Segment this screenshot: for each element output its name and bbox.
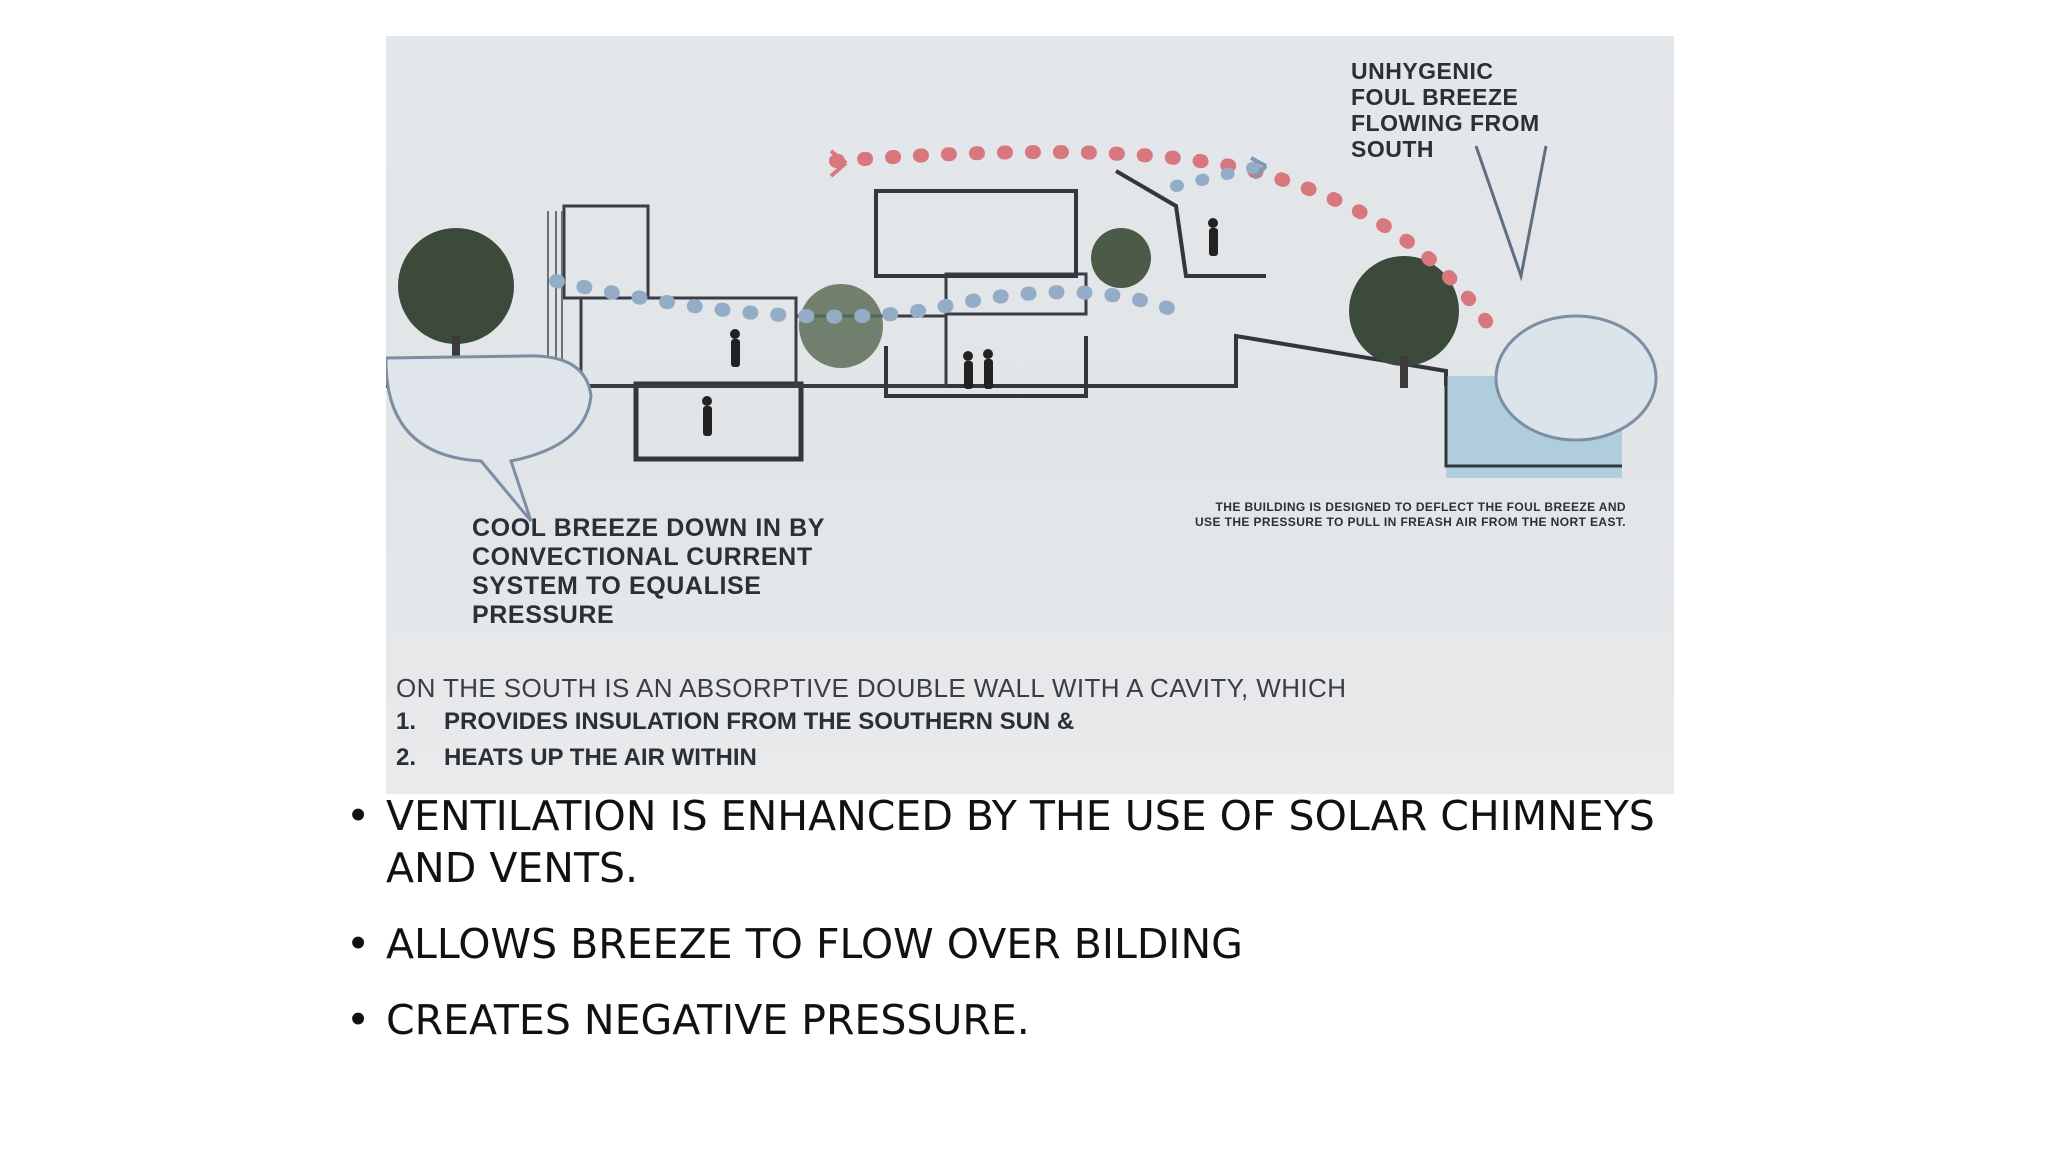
foul-breeze-label: UNHYGENIC FOUL BREEZE FLOWING FROM SOUTH [1351, 58, 1540, 162]
upper-floor [874, 189, 1078, 278]
caption-list-number: 2. [396, 744, 417, 771]
caption-list-text: HEATS UP THE AIR WITHIN [444, 744, 757, 771]
foul-breeze-path [829, 145, 1503, 343]
tree-left [398, 228, 514, 344]
caption-list-item-2: 2. HEATS UP THE AIR WITHIN [396, 744, 757, 772]
bullet-item: VENTILATION IS ENHANCED BY THE USE OF SO… [346, 790, 1686, 894]
roof-vent [1114, 169, 1266, 278]
people-figures [702, 218, 1218, 436]
cool-breeze-callout [386, 354, 593, 522]
fresh-air-path [1170, 160, 1267, 192]
slide-bullet-list: VENTILATION IS ENHANCED BY THE USE OF SO… [346, 790, 1686, 1070]
sunken-hall [884, 336, 1088, 398]
bullet-item: ALLOWS BREEZE TO FLOW OVER BILDING [346, 918, 1686, 970]
foul-breeze-arrow [829, 149, 848, 178]
tree-roof [1091, 228, 1151, 288]
caption-list-text: PROVIDES INSULATION FROM THE SOUTHERN SU… [444, 708, 1075, 735]
cool-breeze-label: COOL BREEZE DOWN IN BY CONVECTIONAL CURR… [472, 514, 826, 629]
lower-block [579, 296, 798, 388]
tree-right [1349, 256, 1459, 366]
south-wall-caption: ON THE SOUTH IS AN ABSORPTIVE DOUBLE WAL… [396, 673, 1347, 703]
caption-list-number: 1. [396, 708, 417, 735]
caption-list-item-1: 1. PROVIDES INSULATION FROM THE SOUTHERN … [396, 708, 1074, 736]
tree-middle [799, 284, 883, 368]
foul-breeze-pointer [1474, 145, 1548, 282]
water-edge [1444, 371, 1622, 468]
basement-room [633, 381, 804, 462]
deflect-note-label: THE BUILDING IS DESIGNED TO DEFLECT THE … [1194, 500, 1626, 529]
bullet-item: CREATES NEGATIVE PRESSURE. [346, 994, 1686, 1046]
cool-breeze-path [549, 274, 1183, 324]
middle-floor [944, 272, 1088, 316]
foul-breeze-callout [1494, 314, 1658, 442]
section-diagram-photo: UNHYGENIC FOUL BREEZE FLOWING FROM SOUTH… [386, 36, 1674, 794]
building-section-drawing [386, 145, 1658, 522]
fresh-air-arrow [1250, 156, 1268, 180]
solar-chimney [562, 204, 650, 300]
tree-right-trunk [1400, 356, 1408, 388]
